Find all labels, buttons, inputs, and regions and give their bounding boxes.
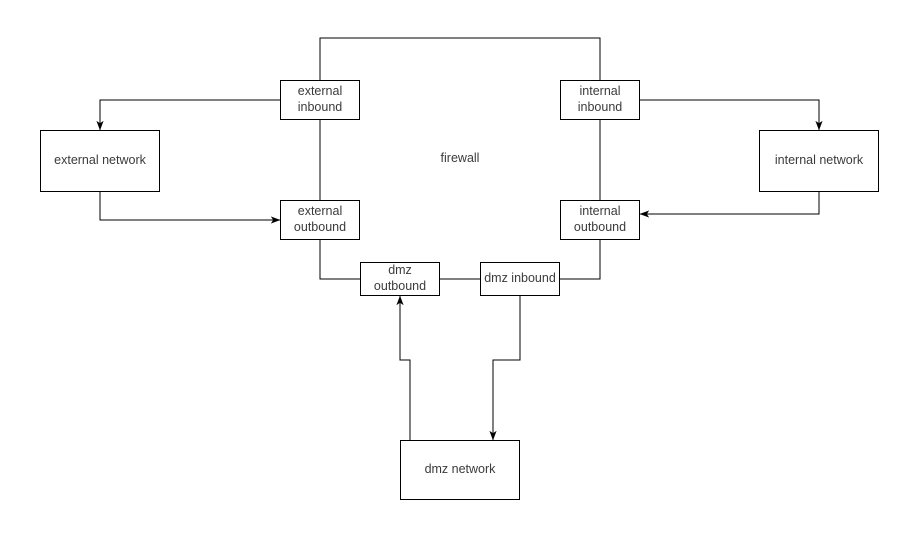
edge-dmz-network-to-dmz-outbound bbox=[396, 295, 411, 440]
internal-outbound[interactable]: internal outbound bbox=[560, 200, 640, 240]
external-inbound[interactable]: external inbound bbox=[280, 80, 360, 120]
edge-external-inbound-to-internal-inbound bbox=[319, 37, 601, 80]
internal-inbound[interactable]: internal inbound bbox=[560, 80, 640, 120]
internal-network[interactable]: internal network bbox=[759, 130, 879, 192]
dmz-outbound[interactable]: dmz outbound bbox=[360, 262, 440, 296]
firewall-label: firewall bbox=[440, 151, 480, 165]
edge-dmz-inbound-to-dmz-network bbox=[489, 296, 521, 441]
dmz-inbound[interactable]: dmz inbound bbox=[480, 262, 560, 296]
edge-dmz-inbound-to-internal-outbound bbox=[560, 240, 601, 280]
edge-internal-network-to-internal-outbound bbox=[639, 192, 820, 218]
edge-external-outbound-to-dmz-outbound bbox=[319, 240, 360, 280]
edge-internal-inbound-to-internal-network bbox=[640, 99, 823, 131]
edge-external-network-to-external-outbound bbox=[99, 192, 281, 224]
external-outbound[interactable]: external outbound bbox=[280, 200, 360, 240]
edge-external-inbound-to-external-network bbox=[96, 99, 280, 131]
external-network[interactable]: external network bbox=[40, 130, 160, 192]
dmz-network[interactable]: dmz network bbox=[400, 440, 520, 500]
